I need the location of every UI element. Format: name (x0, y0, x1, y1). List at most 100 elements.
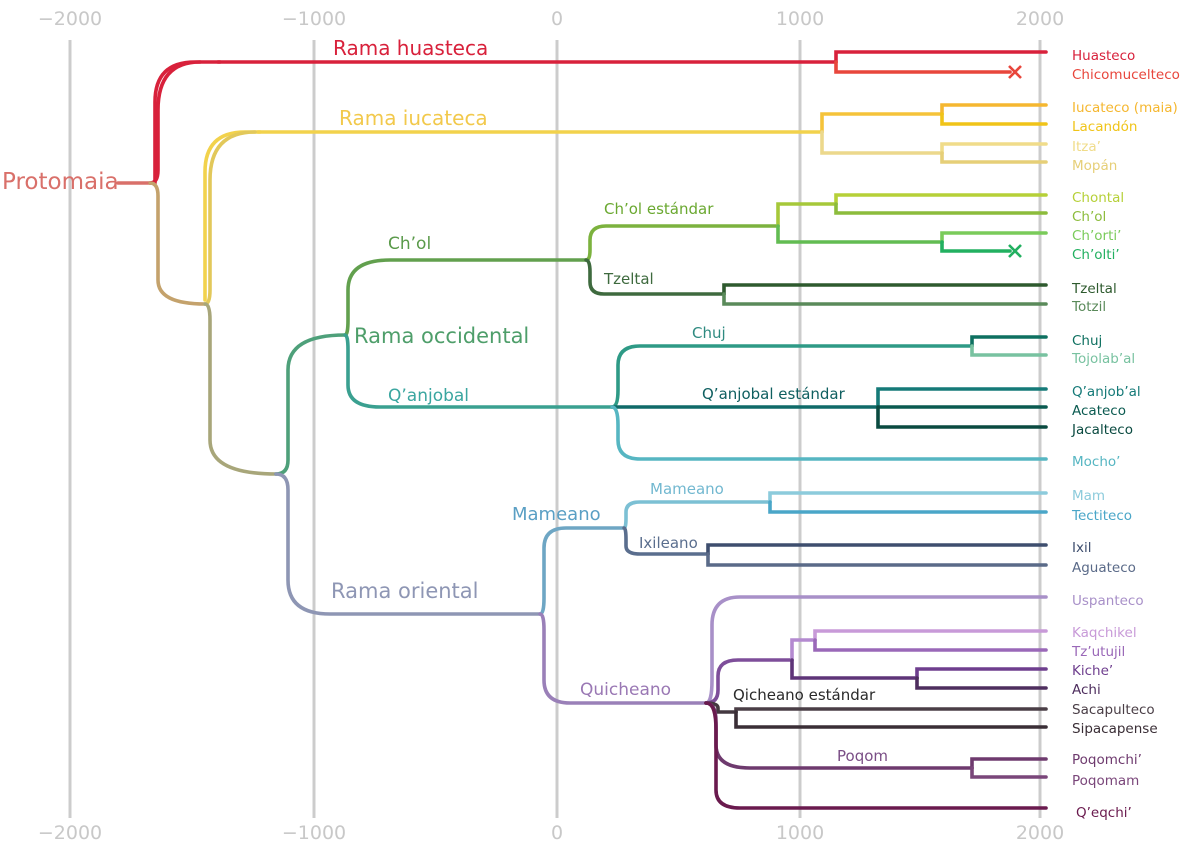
language-label: Acateco (1072, 403, 1126, 419)
language-label: Kaqchikel (1072, 625, 1137, 641)
kaqchikel-edge (813, 629, 1048, 642)
chontal-edge (834, 193, 1048, 206)
sacapulteco-edge (734, 707, 1048, 714)
chol-edge (834, 202, 1048, 215)
branch-label-iucateca: Rama iucateca (339, 106, 488, 130)
branch-label-chuj: Chuj (692, 324, 726, 342)
tectiteco-edge (768, 500, 1048, 514)
axis-ticks-top: −2000 −1000 0 1000 2000 (38, 8, 1064, 30)
branch-label-qanjobal-estandar: Q’anjobal estándar (702, 385, 846, 403)
language-label: Chicomucelteco (1072, 67, 1180, 83)
lacandon-edge (940, 112, 1048, 126)
tick-label: 0 (551, 8, 563, 30)
language-label: Tzeltal (1071, 281, 1117, 297)
language-label: Tectiteco (1071, 508, 1132, 524)
tick-label: 2000 (1016, 822, 1064, 844)
branch-label-qicheano-estandar: Qicheano estándar (733, 686, 876, 704)
chol-branch-edge (343, 258, 588, 337)
tick-label: 1000 (776, 8, 824, 30)
language-label: Q’anjob’al (1072, 384, 1141, 400)
extinct-markers (1008, 65, 1022, 258)
qanjobal-branch-edge (343, 333, 614, 409)
language-label: Totzil (1071, 299, 1106, 315)
language-label: Mocho’ (1072, 454, 1120, 470)
kiche-achi-edge (790, 658, 919, 680)
language-label: Q’eqchi’ (1076, 805, 1132, 821)
axis-ticks-bottom: −2000 −1000 0 1000 2000 (38, 822, 1064, 844)
mopan-edge (940, 151, 1048, 164)
kaqchikel-tzutujil-edge (790, 638, 817, 662)
tick-label: −2000 (38, 8, 102, 30)
tick-label: 0 (551, 822, 563, 844)
iucateca-trunk-edge (203, 130, 257, 306)
language-label: Ixil (1072, 540, 1091, 556)
chuj-branch-edge (610, 344, 974, 409)
poqomam-edge (970, 766, 1048, 779)
root-to-lower-edge (148, 181, 207, 306)
branch-label-chol-estandar: Ch’ol estándar (604, 200, 714, 218)
chorti-cholti-edge (776, 224, 944, 244)
root-to-huasteca-edge (148, 60, 202, 185)
chorti-edge (940, 231, 1048, 244)
language-label: Poqomchi’ (1072, 752, 1142, 768)
chicomucelteco-edge (834, 60, 1012, 74)
language-label: Sacapulteco (1072, 702, 1155, 718)
branch-label-qanjobal: Q’anjobal (388, 386, 469, 406)
chontal-chol-edge (776, 202, 838, 228)
tzeltal-branch-edge (584, 258, 726, 296)
time-gridlines (68, 40, 1042, 818)
qeqchi-edge (704, 701, 1048, 810)
tzeltal-edge (722, 283, 1048, 296)
branch-label-tzeltal: Tzeltal (603, 270, 654, 288)
tree-branches (116, 50, 1048, 810)
branch-label-occidental: Rama occidental (354, 324, 529, 348)
language-label: Mam (1072, 488, 1105, 504)
language-label: Iucateco (maia) (1072, 100, 1178, 116)
branch-label-huasteca: Rama huasteca (333, 36, 488, 60)
jacalteco-edge (876, 405, 1048, 429)
language-label: Ch’ol (1072, 209, 1106, 225)
language-label: Chuj (1072, 333, 1102, 349)
language-label: Ch’orti’ (1072, 228, 1121, 244)
language-label: Mopán (1072, 158, 1117, 174)
language-label: Poqomam (1072, 773, 1139, 789)
ixil-edge (706, 543, 1048, 556)
ixileano-branch-edge (622, 526, 710, 556)
occidental-branch-edge (274, 333, 347, 476)
uspanteco-edge (704, 595, 1048, 705)
tick-label: 1000 (776, 822, 824, 844)
kiche-edge (915, 667, 1048, 680)
aguateco-edge (706, 552, 1048, 567)
branch-label-chol: Ch’ol (388, 234, 431, 254)
language-label: Tojolab’al (1071, 351, 1135, 367)
itza-mopan-edge (820, 130, 944, 155)
tick-label: −2000 (38, 822, 102, 844)
language-label: Aguateco (1072, 560, 1136, 576)
language-label: Chontal (1072, 190, 1124, 206)
totzil-edge (722, 292, 1048, 306)
mocho-edge (610, 405, 1048, 461)
root-label-protomaia: Protomaia (2, 169, 119, 195)
extinct-marker-icon (1008, 65, 1022, 79)
language-label: Tz’utujil (1071, 644, 1125, 660)
achi-edge (915, 676, 1048, 690)
western-eastern-trunk-edge (203, 302, 278, 476)
itza-edge (940, 142, 1048, 155)
language-label: Uspanteco (1072, 593, 1144, 609)
tick-label: −1000 (282, 8, 346, 30)
branch-label-ixileano: Ixileano (639, 534, 698, 552)
huasteco-edge (834, 50, 1048, 64)
iucateco-edge (940, 103, 1048, 116)
poqomchi-edge (970, 757, 1048, 770)
language-label: Kiche’ (1072, 663, 1113, 679)
quicheano-branch-edge (538, 612, 708, 705)
language-label: Achi (1072, 682, 1101, 698)
language-label: Ch’olti’ (1072, 247, 1120, 263)
mameano-sub-edge (622, 500, 772, 530)
tzutujil-edge (813, 638, 1048, 652)
chuj-edge (970, 335, 1048, 348)
mameano-branch-edge (538, 526, 626, 616)
